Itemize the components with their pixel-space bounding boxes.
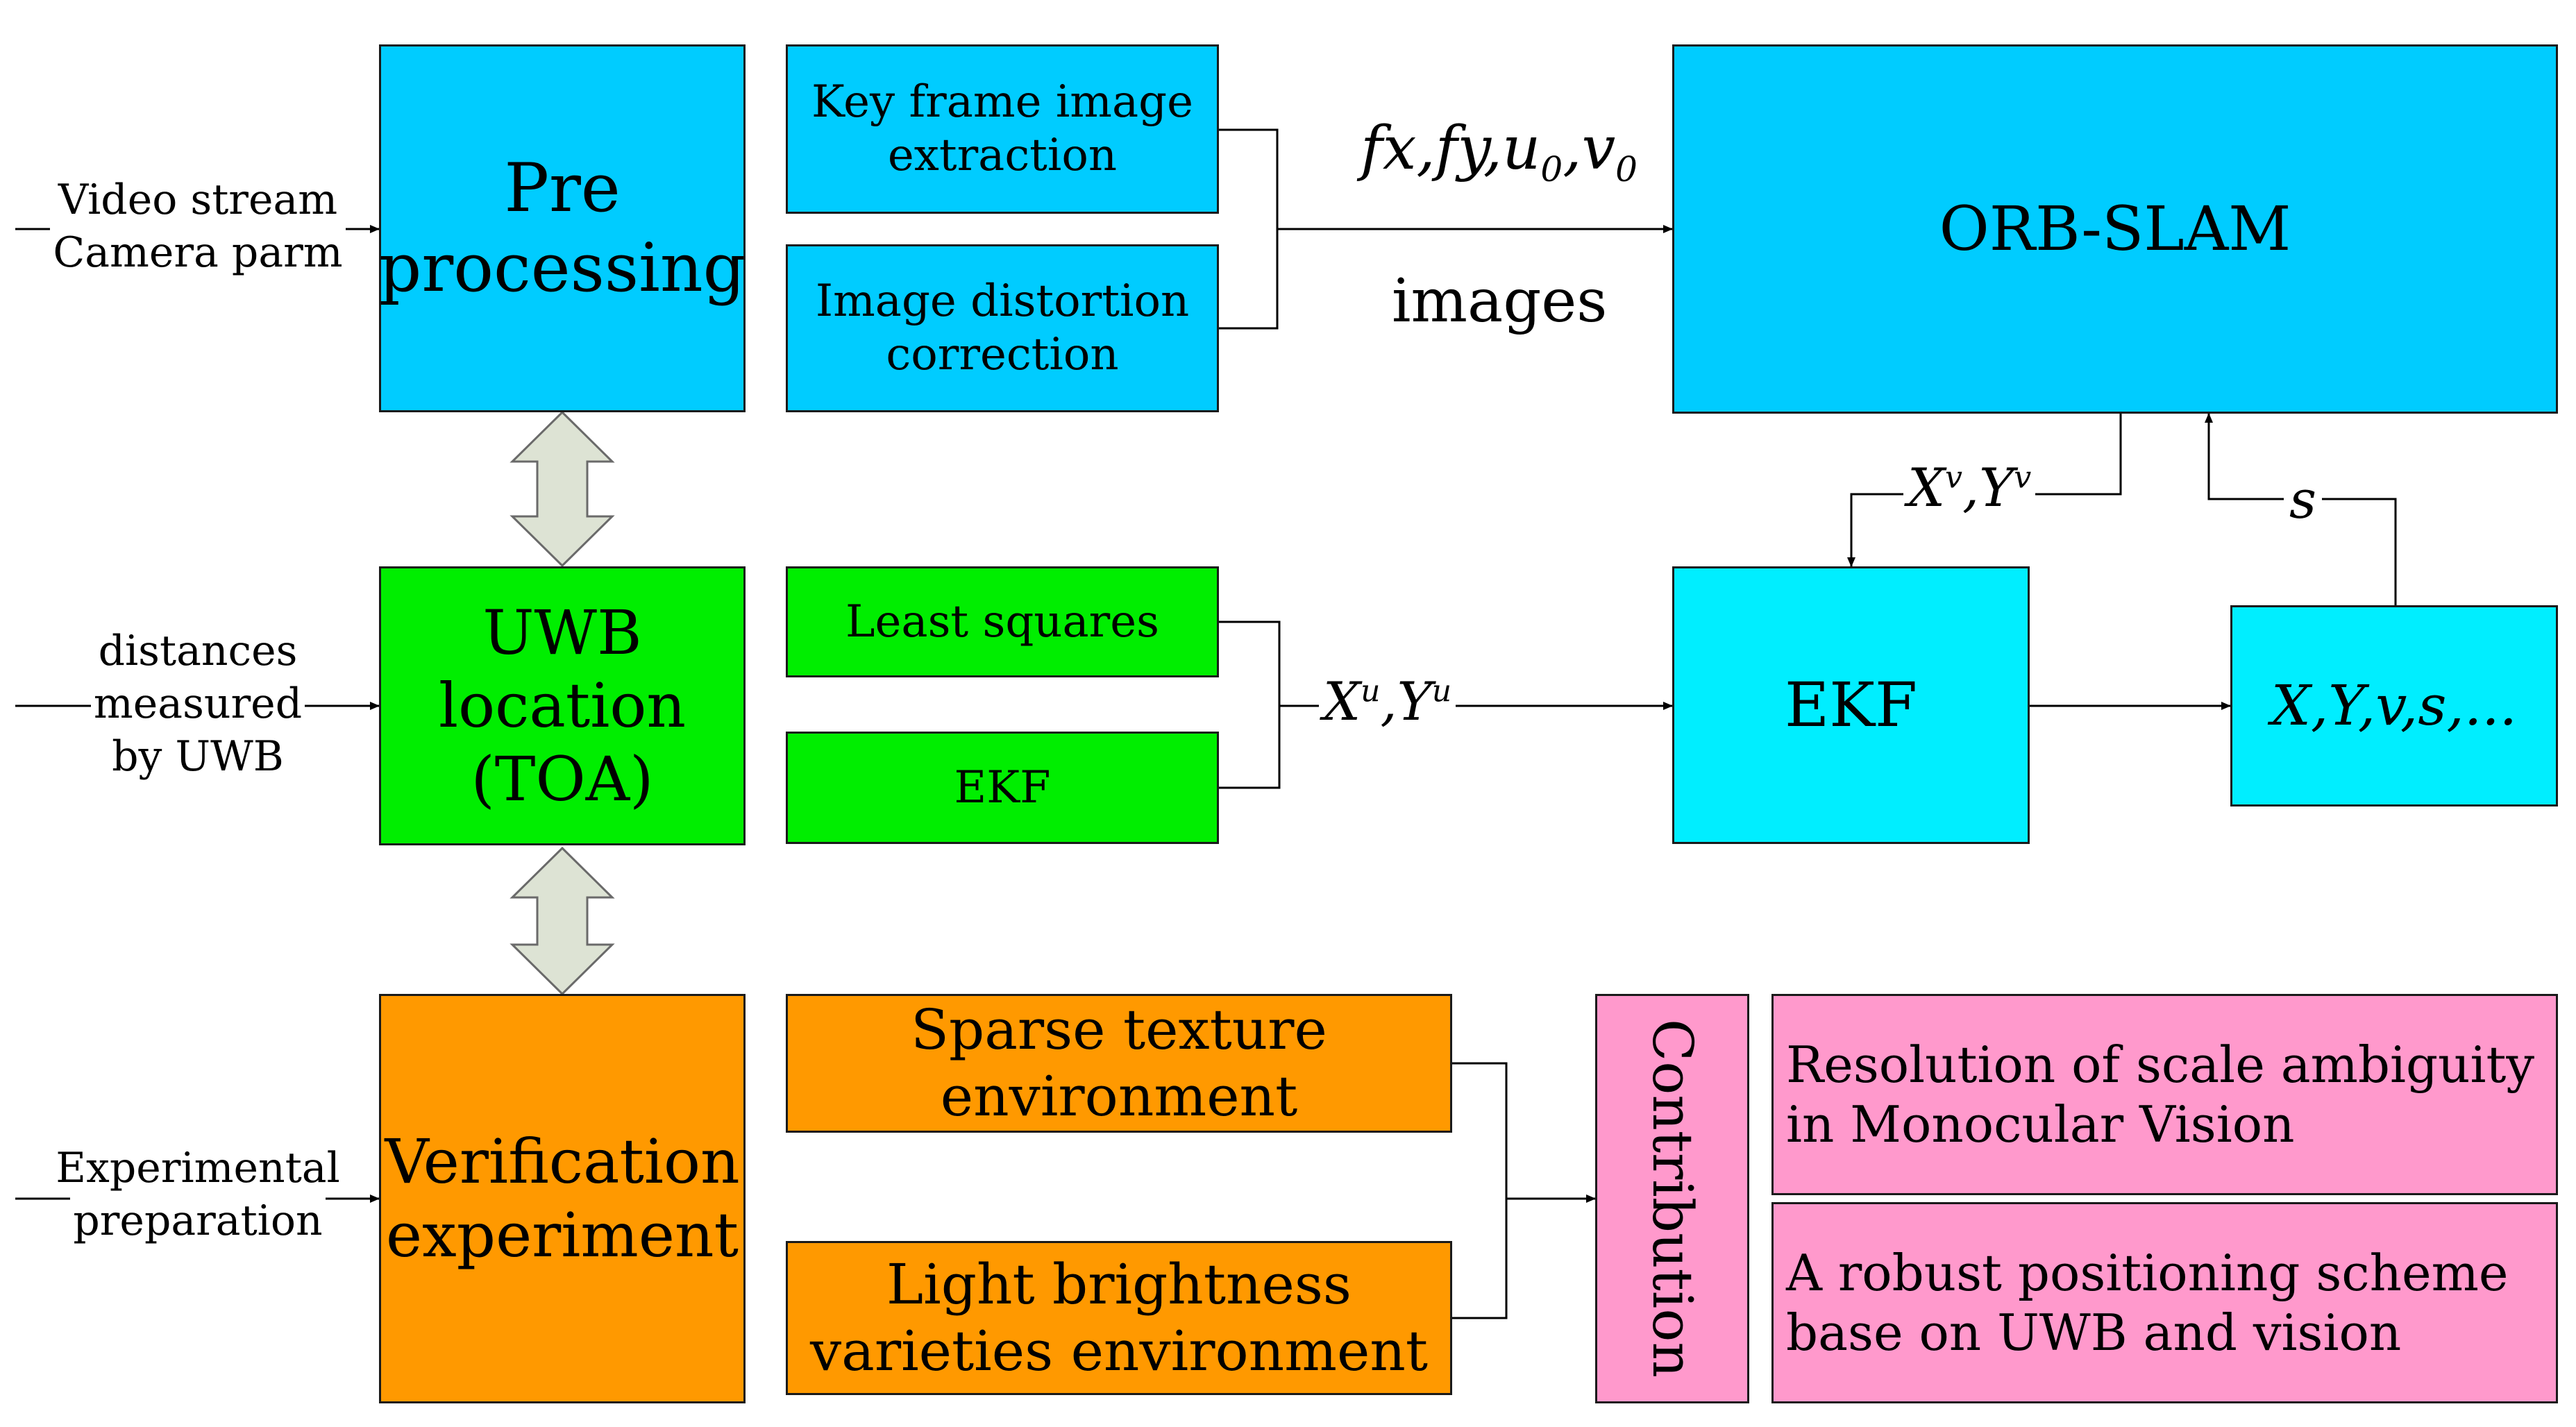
contribution-item-1-line2: in Monocular Vision [1786,1095,2295,1154]
least-squares-block: Least squares [786,566,1219,677]
contribution-label: Contribution [1640,1019,1705,1378]
video-input-line1: Video stream [55,174,341,227]
vision-pos-label: Xv,Yv [1903,455,2036,522]
exp-input-line1: Experimental [53,1142,343,1195]
uwb-input-label: distances measured by UWB [69,625,326,784]
exp-input-label: Experimental preparation [49,1142,347,1248]
uwb-bracket [1219,620,1281,789]
light-brightness-line1: Light brightness [886,1252,1352,1317]
uwb-input-line2: measured [90,677,305,731]
light-brightness-line2: varieties environment [809,1319,1429,1383]
uwb-location-line1: UWB [482,596,642,668]
sparse-texture-line2: environment [940,1064,1298,1129]
uwb-location-line2: location [438,670,687,742]
contribution-item-2-line2: base on UWB and vision [1786,1303,2402,1362]
light-brightness-block: Light brightness varieties environment [786,1241,1452,1395]
uwb-pos-x-sup: u [1361,673,1381,709]
uwb-pos-x: X [1323,670,1361,732]
vision-pos-x-sup: v [1945,459,1962,496]
uwb-pos-y-sup: u [1431,673,1452,709]
exp-input-line2: preparation [70,1194,326,1248]
preprocessing-line1: Pre [504,149,621,227]
video-input-line2: Camera parm [50,226,346,280]
verification-line2: experiment [386,1199,739,1271]
uwb-location-block: UWB location (TOA) [379,566,746,845]
uwb-location-line3: (TOA) [471,743,654,815]
scale-label: s [2284,466,2323,534]
ekf-uwb-label: EKF [954,761,1051,813]
sparse-texture-line1: Sparse texture [911,997,1327,1062]
orb-slam-block: ORB-SLAM [1672,44,2558,414]
uwb-pos-label: Xu,Yu [1319,668,1456,736]
camera-params-label: fx,fy,u0,v0 [1361,114,1638,190]
param-u: u [1502,114,1541,183]
key-frame-block: Key frame image extraction [786,44,1219,214]
param-fx: fx [1361,114,1417,183]
least-squares-label: Least squares [845,596,1159,648]
param-u-sub: 0 [1540,149,1563,190]
state-output-label: X,Y,v,s,... [2271,673,2518,738]
preprocessing-block: Pre processing [379,44,746,412]
distortion-line1: Image distortion [815,276,1190,328]
contribution-item-1-line1: Resolution of scale ambiguity [1786,1035,2535,1094]
vision-pos-x: X [1908,457,1946,518]
uwb-input-line3: by UWB [109,730,287,784]
key-frame-line2: extraction [887,130,1118,181]
sparse-texture-block: Sparse texture environment [786,994,1452,1133]
contribution-item-2-line1: A robust positioning scheme [1786,1243,2509,1302]
orb-slam-label: ORB-SLAM [1939,193,2291,265]
video-input-label: Video stream Camera parm [49,174,347,280]
uwb-pos-y: Y [1397,670,1432,732]
param-fy: fy [1435,114,1483,183]
contribution-item-1: Resolution of scale ambiguity in Monocul… [1771,994,2558,1195]
preprocess-bracket [1219,128,1279,330]
verification-block: Verification experiment [379,994,746,1403]
preprocessing-line2: processing [378,229,746,307]
param-v-sub: 0 [1615,149,1638,190]
double-arrow-preprocess-uwb [510,410,615,568]
contribution-item-2: A robust positioning scheme base on UWB … [1771,1202,2558,1403]
ekf-main-block: EKF [1672,566,2030,844]
images-label: images [1392,267,1608,336]
key-frame-line1: Key frame image [811,76,1193,128]
ekf-main-label: EKF [1784,669,1918,741]
experiment-bracket [1452,1062,1508,1319]
vision-pos-y: Y [1979,457,2014,518]
state-output-block: X,Y,v,s,... [2230,605,2558,807]
distortion-block: Image distortion correction [786,244,1219,412]
contribution-block: Contribution [1595,994,1749,1403]
double-arrow-uwb-verification [510,846,615,996]
ekf-uwb-block: EKF [786,732,1219,844]
distortion-line2: correction [886,329,1119,380]
vision-pos-y-sup: v [2014,459,2032,496]
uwb-input-line1: distances [95,625,301,678]
verification-line1: Verification [385,1126,740,1198]
param-v: v [1581,114,1616,183]
